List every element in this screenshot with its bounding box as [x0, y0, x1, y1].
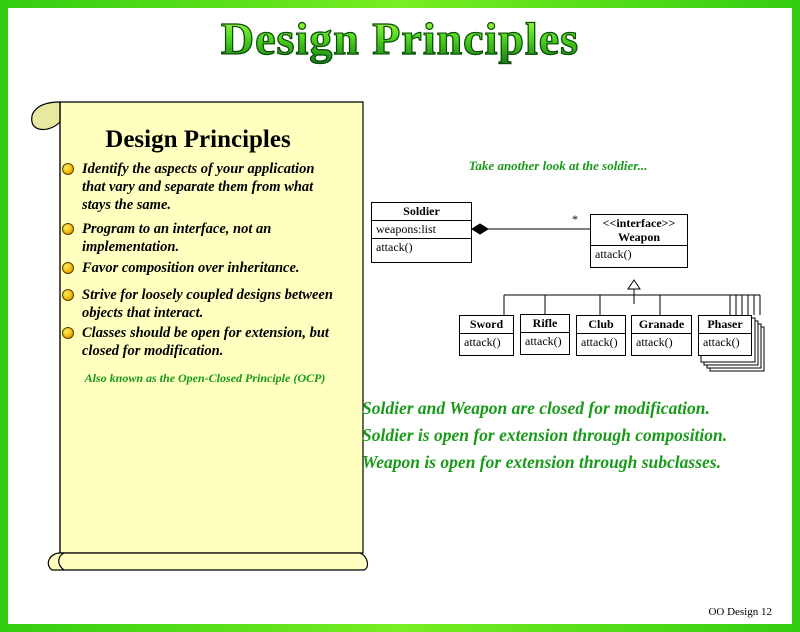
principle-item: Favor composition over inheritance.: [60, 259, 340, 277]
interface-stereotype: <<interface>>: [602, 216, 676, 230]
class-method: attack(): [460, 333, 513, 355]
principle-item: Identify the aspects of your application…: [60, 160, 340, 214]
class-name: Granade: [638, 317, 685, 331]
class-name: Soldier: [403, 204, 440, 218]
principle-item: Classes should be open for extension, bu…: [60, 324, 340, 360]
class-name: Sword: [469, 317, 504, 331]
uml-class-club: Club attack(): [576, 315, 626, 356]
slide-title: Design Principles: [8, 12, 792, 65]
scroll-shape: [31, 101, 369, 571]
class-name: Rifle: [532, 316, 558, 330]
ocp-statement: Soldier is open for extension through co…: [362, 425, 728, 445]
class-name: Club: [588, 317, 614, 331]
class-method: attack(): [577, 333, 625, 355]
class-method: attack(): [521, 332, 569, 354]
class-name: Phaser: [707, 317, 743, 331]
interface-header: <<interface>> Weapon: [591, 215, 687, 245]
ocp-statement: Weapon is open for extension through sub…: [362, 452, 721, 472]
ocp-note: Also known as the Open-Closed Principle …: [84, 371, 326, 385]
class-method: attack(): [372, 238, 471, 262]
ocp-statement: Soldier and Weapon are closed for modifi…: [362, 398, 710, 418]
principle-item: Strive for loosely coupled designs betwe…: [60, 286, 340, 322]
class-attribute: weapons:list: [372, 220, 471, 238]
interface-name: Weapon: [617, 230, 660, 244]
bullet-icon: [62, 327, 74, 339]
uml-class-rifle: Rifle attack(): [520, 314, 570, 355]
interface-method: attack(): [591, 245, 687, 267]
class-method: attack(): [632, 333, 691, 355]
scroll-heading: Design Principles: [105, 126, 291, 153]
uml-interface-weapon: <<interface>> Weapon attack(): [590, 214, 688, 268]
class-method: attack(): [699, 333, 751, 355]
uml-class-granade: Granade attack(): [631, 315, 692, 356]
bullet-icon: [62, 262, 74, 274]
principle-item: Program to an interface, not an implemen…: [60, 220, 340, 256]
uml-class-soldier: Soldier weapons:list attack(): [371, 202, 472, 263]
uml-class-phaser: Phaser attack(): [698, 315, 752, 356]
slide: Design Principles Design Principles Iden…: [8, 8, 792, 624]
bullet-icon: [62, 163, 74, 175]
bullet-icon: [62, 223, 74, 235]
bullet-icon: [62, 289, 74, 301]
diagram-caption: Take another look at the soldier...: [468, 158, 648, 173]
uml-class-sword: Sword attack(): [459, 315, 514, 356]
slide-footer: OO Design 12: [708, 606, 772, 618]
multiplicity-label: *: [572, 212, 578, 226]
